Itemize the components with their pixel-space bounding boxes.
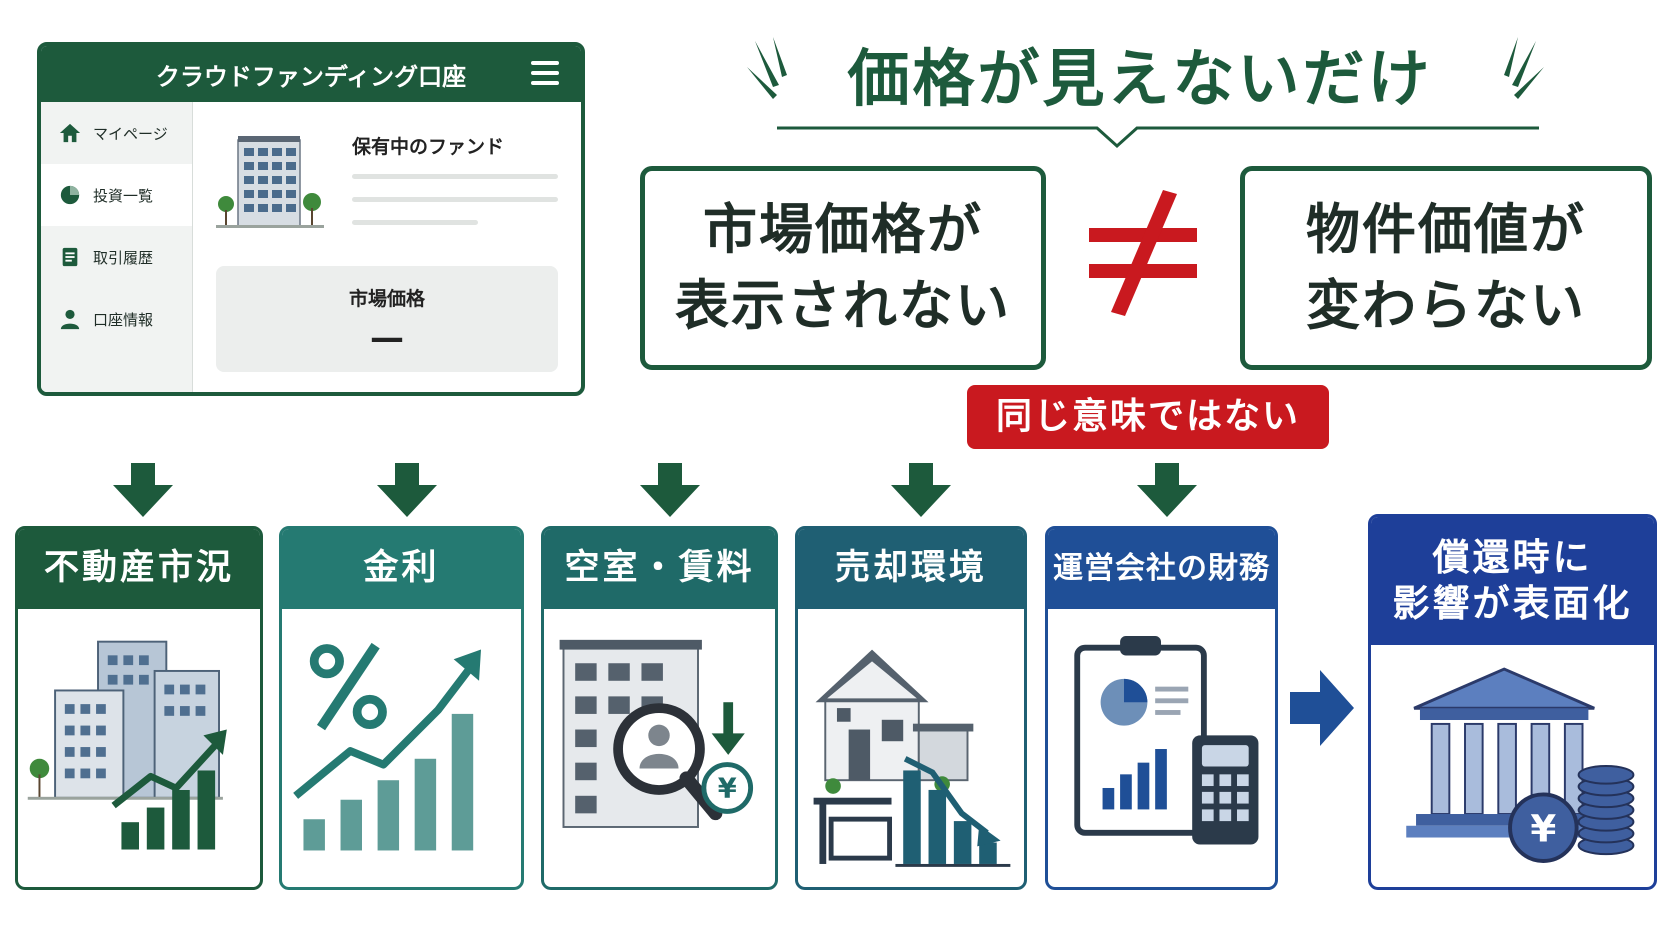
not-equal-icon [1089,190,1197,316]
down-arrow-icon [1137,463,1197,517]
factor-card-interest: 金利 [279,526,524,890]
factor-card-vacancy: 空室・賃料 ¥ [541,526,778,890]
svg-text:¥: ¥ [718,774,737,805]
down-arrow-icon [891,463,951,517]
factor-card-title: 運営会社の財務 [1048,529,1275,609]
bank-yen-icon: ¥ [1406,667,1635,863]
factor-card-market: 不動産市況 [15,526,263,890]
sidebar-item-label: 取引履歴 [93,248,154,267]
sidebar: マイページ 投資一覧 取引履歴 口座情報 [41,102,193,392]
emphasis-burst-icon [1504,37,1544,99]
compare-right-line: 物件価値が [1306,198,1586,262]
fund-title: 保有中のファンド [352,136,505,158]
placeholder-line [352,220,478,225]
vacancy-rent-icon: ¥ [559,639,754,828]
result-line: 影響が表面化 [1392,582,1633,625]
right-arrow-icon [1290,670,1354,746]
financial-report-icon [1074,636,1259,845]
sidebar-item-label: マイページ [93,124,168,143]
market-price-label: 市場価格 [348,288,425,310]
app-window: クラウドファンディング口座 マイページ 投資一覧 取引履歴 口座情報 [37,42,585,396]
building-icon [216,136,324,228]
compare-left-line: 市場価格が [703,198,983,262]
sidebar-item-label: 口座情報 [93,310,154,329]
pie-chart-icon [60,185,80,205]
down-arrow-icon [640,463,700,517]
factor-card-finance: 運営会社の財務 [1045,526,1278,890]
app-header: クラウドファンディング口座 [41,46,581,102]
placeholder-line [352,197,558,202]
interest-rate-icon [293,642,482,851]
document-icon [62,247,78,267]
app-title: クラウドファンディング口座 [155,62,467,91]
factor-card-sale: 売却環境 [795,526,1027,890]
buildings-growth-icon [27,640,227,850]
result-line: 償還時に [1432,535,1593,579]
svg-text:¥: ¥ [1530,806,1556,850]
market-price-value: — [370,318,404,358]
sidebar-item-history[interactable]: 取引履歴 [41,226,192,288]
compare-right-line: 変わらない [1306,274,1586,337]
down-arrow-icon [113,463,173,517]
result-card: 償還時に 影響が表面化 ¥ [1368,514,1657,890]
main-panel: 保有中のファンド 市場価格 — [194,102,581,392]
user-icon [60,309,80,330]
headline: 価格が見えないだけ [847,42,1433,115]
emphasis-burst-icon [747,37,787,99]
market-price-panel: 市場価格 — [216,266,558,372]
sidebar-item-account[interactable]: 口座情報 [41,288,192,350]
headline-divider [777,126,1539,149]
not-same-badge: 同じ意味ではない [967,385,1329,449]
compare-box-left: 市場価格が 表示されない [640,166,1046,370]
sidebar-item-label: 投資一覧 [93,186,154,205]
factor-card-title: 金利 [282,529,521,609]
sidebar-item-investments[interactable]: 投資一覧 [41,164,192,226]
compare-box-right: 物件価値が 変わらない [1240,166,1652,370]
factor-card-title: 空室・賃料 [544,529,775,609]
home-icon [59,123,81,143]
factor-card-title: 不動産市況 [18,529,260,609]
compare-left-line: 表示されない [675,274,1011,337]
house-sale-icon [813,649,1011,867]
sidebar-item-mypage[interactable]: マイページ [41,102,192,164]
result-card-title: 償還時に 影響が表面化 [1371,517,1654,645]
factor-card-title: 売却環境 [798,529,1024,609]
down-arrow-icon [377,463,437,517]
placeholder-line [352,174,558,179]
hamburger-menu-icon[interactable] [531,61,559,85]
